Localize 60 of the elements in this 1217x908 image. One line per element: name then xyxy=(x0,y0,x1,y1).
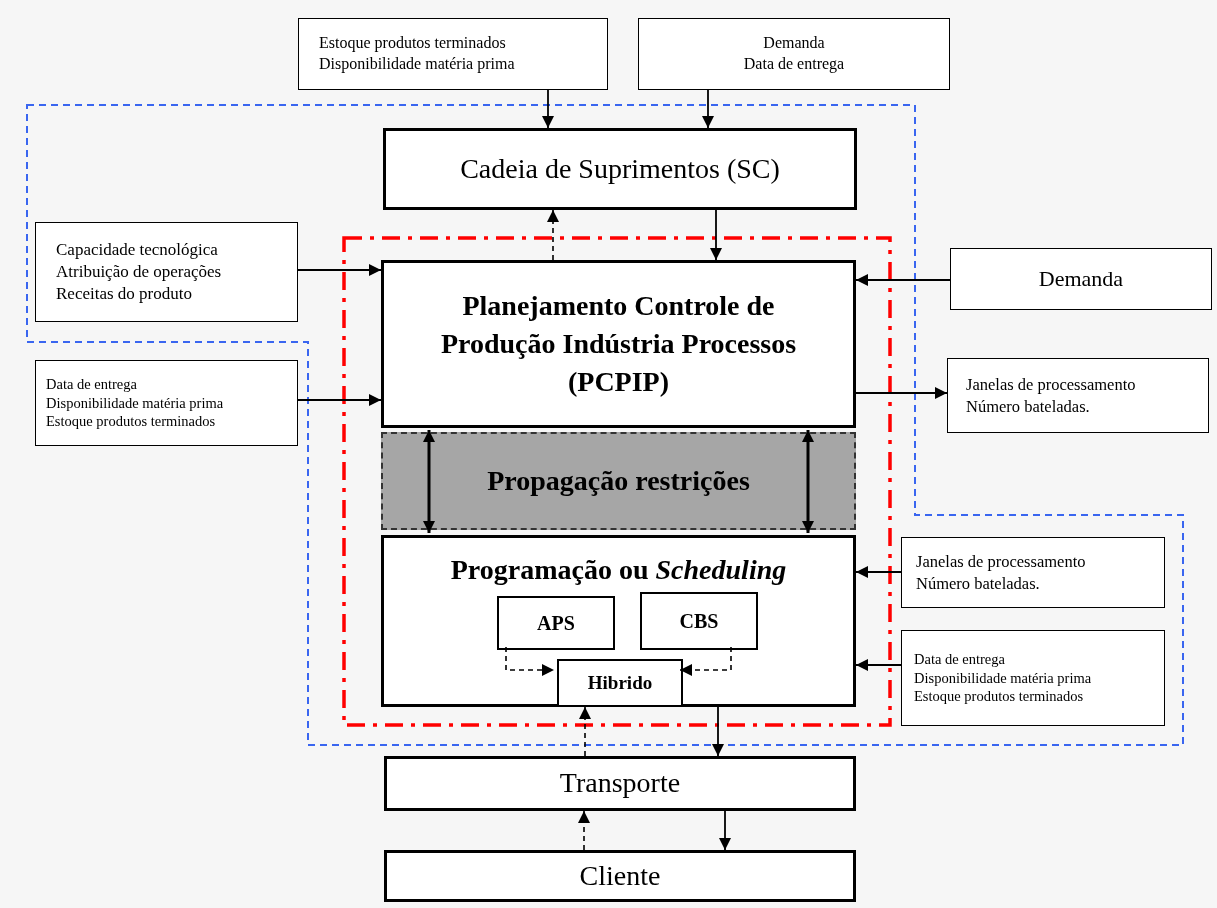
arrow xyxy=(855,659,902,671)
arrow xyxy=(719,810,731,851)
box-text: Demanda xyxy=(763,33,825,54)
box-text: Data de entrega xyxy=(743,54,845,75)
box-text: APS xyxy=(537,611,575,636)
input-box xyxy=(35,222,298,322)
input-box xyxy=(298,18,608,90)
box-text: Número bateladas. xyxy=(966,395,1090,417)
arrow xyxy=(297,264,382,276)
arrow xyxy=(542,89,554,129)
input-box xyxy=(638,18,950,90)
box-text: Receitas do produto xyxy=(56,283,192,306)
box-text: Planejamento Controle de Produção Indústria Processos (PCPIP) xyxy=(439,289,798,399)
input-box xyxy=(35,360,298,446)
arrow xyxy=(855,387,948,399)
arrow xyxy=(547,209,559,261)
input-box xyxy=(901,537,1165,608)
process-box xyxy=(381,260,856,428)
method-box xyxy=(497,596,615,650)
arrow xyxy=(855,274,951,286)
shaded-band xyxy=(381,432,856,530)
arrow xyxy=(578,810,590,851)
arrow xyxy=(855,566,902,578)
box-text: Estoque produtos terminados xyxy=(46,412,216,432)
input-box xyxy=(947,358,1209,433)
process-box xyxy=(381,535,856,707)
box-text: Estoque produtos terminados xyxy=(914,687,1084,707)
box-text: Cliente xyxy=(579,858,661,893)
box-text: Demanda xyxy=(1038,264,1124,293)
arrow xyxy=(679,646,732,676)
arrow xyxy=(710,209,722,261)
box-text: Data de entrega xyxy=(914,649,1005,669)
input-box xyxy=(901,630,1165,726)
box-text: Disponibilidade matéria prima xyxy=(914,668,1092,688)
arrow xyxy=(702,89,714,129)
box-text: Disponibilidade matéria prima xyxy=(46,393,224,413)
box-text: Disponibilidade matéria prima xyxy=(319,54,515,75)
box-text: Número bateladas. xyxy=(916,572,1040,594)
box-text: Data de entrega xyxy=(46,374,137,394)
box-text: CBS xyxy=(679,609,719,634)
box-text: Propagação restrições xyxy=(487,463,750,498)
box-text: Janelas de processamento xyxy=(916,551,1086,573)
method-box xyxy=(557,659,683,707)
arrow xyxy=(579,706,591,757)
box-text: Janelas de processamento xyxy=(966,374,1136,396)
box-text: Transporte xyxy=(559,766,681,801)
process-box xyxy=(384,756,856,811)
arrow xyxy=(297,394,382,406)
box-text: Capacidade tecnológica xyxy=(56,238,218,261)
box-text: Estoque produtos terminados xyxy=(319,33,506,54)
arrow xyxy=(712,706,724,757)
arrow xyxy=(505,646,555,676)
input-box xyxy=(950,248,1212,310)
box-text: Cadeia de Suprimentos (SC) xyxy=(460,151,780,186)
process-box xyxy=(383,128,857,210)
process-box xyxy=(384,850,856,902)
box-text: Hibrido xyxy=(587,670,653,695)
box-text: Atribuição de operações xyxy=(56,260,222,283)
method-box xyxy=(640,592,758,650)
box-text: Programação ou Scheduling xyxy=(450,553,787,587)
